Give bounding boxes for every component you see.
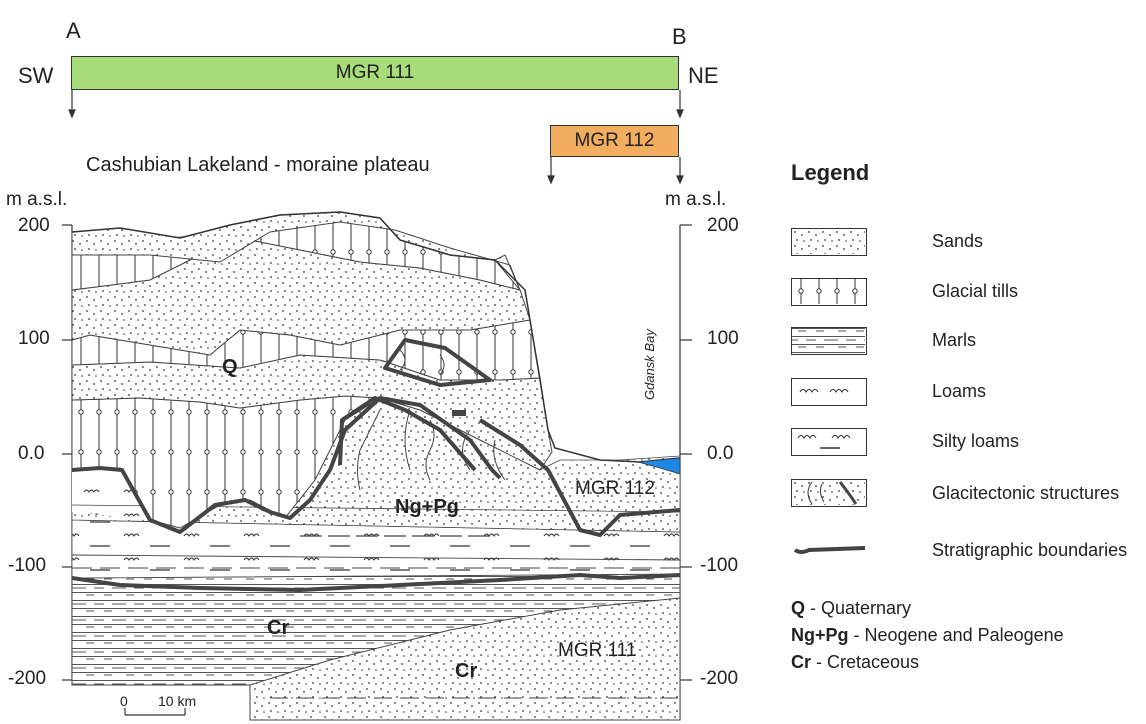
cretaceous-sands <box>249 597 681 721</box>
tick-left-100: 100 <box>18 328 50 349</box>
glacitectonic-structures <box>357 349 506 491</box>
legend-label-glacial-tills: Glacial tills <box>932 281 1019 301</box>
legend-swatch-silty-loams <box>791 428 867 456</box>
legend-label-sands: Sands <box>932 231 984 251</box>
region-label: Cashubian Lakeland - moraine plateau <box>86 154 430 176</box>
tick-right-minus100: -100 <box>700 555 739 576</box>
point-a-label: A <box>66 18 81 43</box>
legend-label-glacitectonic: Glacitectonic structures <box>932 483 1120 503</box>
boundary-marker <box>452 410 466 416</box>
unit-label-q: Q <box>222 356 238 378</box>
unit-label-cr-lower: Cr <box>455 660 478 682</box>
mgr-112-bar: MGR 112 <box>550 125 679 157</box>
legend-label-boundary: Stratigraphic boundaries <box>932 540 1128 560</box>
y-unit-right: m a.s.l. <box>665 189 727 210</box>
ngpg-loam-left <box>72 468 150 520</box>
legend-label-loams: Loams <box>932 381 987 401</box>
scale-label-10: 10 km <box>158 693 197 709</box>
section-label-mgr111: MGR 111 <box>558 640 637 661</box>
legend-label-silty-loams: Silty loams <box>932 431 1020 451</box>
tick-left-0: 0.0 <box>18 443 45 464</box>
direction-ne-label: NE <box>688 63 719 88</box>
y-unit-left: m a.s.l. <box>6 189 68 210</box>
tick-right-0: 0.0 <box>707 443 734 464</box>
mgr-112-bar-label: MGR 112 <box>574 130 655 151</box>
abbr-cretaceous: Cr - Cretaceous <box>791 652 920 672</box>
stratigraphic-boundaries <box>71 338 681 592</box>
unit-label-ngpg: Ng+Pg <box>395 496 459 518</box>
legend-swatch-loams <box>791 378 867 406</box>
legend-swatch-glacial-tills <box>791 278 867 306</box>
mgr-111-bar-label: MGR 111 <box>335 62 415 83</box>
point-b-label: B <box>672 24 687 49</box>
tick-right-100: 100 <box>707 328 739 349</box>
legend-title: Legend <box>791 160 870 185</box>
legend-swatch-sands <box>791 228 867 256</box>
tick-right-200: 200 <box>707 215 739 236</box>
legend-swatch-glacitectonic <box>791 479 867 507</box>
mgr-111-bar: MGR 111 <box>71 56 679 90</box>
section-label-mgr112: MGR 112 <box>575 478 655 499</box>
direction-sw-label: SW <box>18 63 54 88</box>
tick-left-minus200: -200 <box>8 668 47 689</box>
terrain-surface <box>71 211 681 463</box>
gdansk-bay-label: Gdansk Bay <box>642 329 657 400</box>
profile-arrows <box>68 90 684 185</box>
legend-swatch-boundary <box>791 540 867 560</box>
legend-label-marls: Marls <box>932 330 976 350</box>
legend-swatch-marls <box>791 327 867 355</box>
abbr-neogene-paleogene: Ng+Pg - Neogene and Paleogene <box>791 625 1064 645</box>
abbr-quaternary: Q - Quaternary <box>791 598 912 618</box>
scale-label-0: 0 <box>120 693 128 709</box>
tick-right-minus200: -200 <box>700 668 739 689</box>
tick-left-200: 200 <box>18 215 50 236</box>
scale-bar <box>124 708 186 716</box>
unit-label-cr-upper: Cr <box>267 617 290 639</box>
tick-left-minus100: -100 <box>8 555 47 576</box>
gdansk-bay-water <box>637 457 681 475</box>
